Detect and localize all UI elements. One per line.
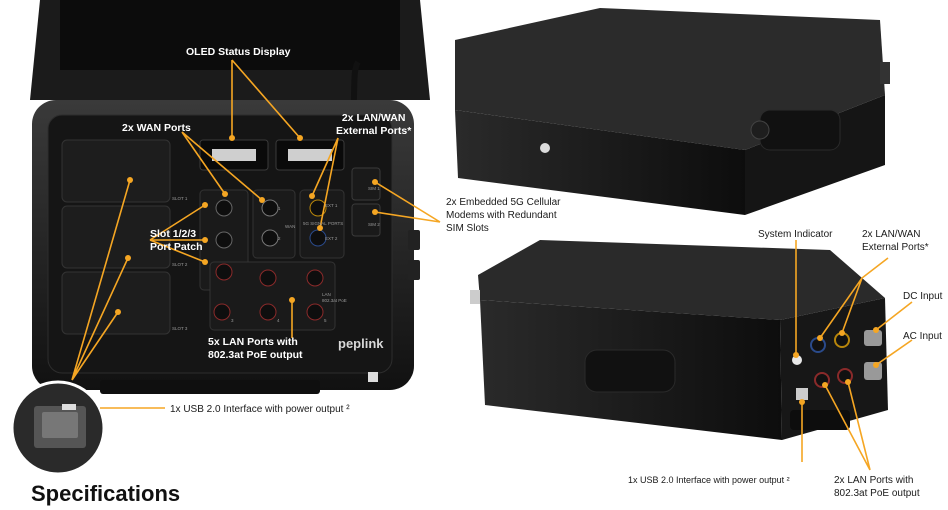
oled-screen-1 [212,149,256,161]
case-warning-label [368,372,378,382]
lan-port-group [209,261,336,331]
ext-ports [309,199,327,247]
panel-label-ext2: EXT 2 [325,236,338,241]
slot-ports [215,199,233,281]
label-usb-main: 1x USB 2.0 Interface with power output ² [170,404,350,415]
label-oled-status-display: OLED Status Display [186,46,291,58]
ac-input-port [864,362,882,380]
closed-case-side-view [470,240,888,440]
panel-label-slot1: SLOT 1 [172,196,188,201]
label-cellular-line2: Modems with Redundant [446,210,557,221]
case-lock [750,120,770,140]
label-cellular-line3: SIM Slots [446,223,489,234]
label-ext-lan-wan: 2x LAN/WAN External Ports* [862,228,929,254]
label-ext-lan-wan-line2: External Ports* [862,242,929,253]
panel-label-slot2: SLOT 2 [172,262,188,267]
label-slot-patch-line2: Port Patch [150,241,203,253]
side-view-handle [584,349,676,393]
slot-bay-1 [61,139,171,203]
port-caps [790,410,850,430]
callout-line-ext [311,137,339,229]
panel-label-port2: 2 [278,236,281,241]
panel-label-sim1: SIM 1 [368,186,380,191]
side-view-lid [478,240,885,320]
panel-label-ext-ports: 5G SIGNAL PORTS [303,221,344,226]
label-side-lan: 2x LAN Ports with 802.3at PoE output [834,474,920,500]
callout-line-oled [231,59,301,139]
label-wan-ports: 2x WAN Ports [122,122,191,134]
slot-bay-3 [61,271,171,335]
closed-case-handle [759,109,841,151]
label-dc-input: DC Input [903,291,943,302]
callout-line-slot-left [71,179,131,381]
callout-line-ext-side [819,257,889,339]
side-usb-port [796,388,808,400]
label-side-lan-line1: 2x LAN Ports with [834,475,914,486]
specifications-heading: Specifications [31,481,181,506]
callout-line-slot [149,204,206,263]
case-foot [100,380,320,394]
callout-line-dc [875,301,913,331]
oled-screen-2 [288,149,332,161]
label-ac-input: AC Input [903,331,942,342]
callout-line-wan [181,131,263,201]
label-cellular-modems: 2x Embedded 5G Cellular Modems with Redu… [446,196,561,235]
callout-line-ac [875,339,913,366]
label-ext-lan-wan-line1: 2x LAN/WAN [862,229,921,240]
brand-logo: peplink [338,336,384,351]
label-slot-patch: Slot 1/2/3 Port Patch [150,228,203,254]
label-system-indicator: System Indicator [758,229,833,240]
callout-dots [115,135,879,405]
label-lan-wan-external-line1: 2x LAN/WAN [341,112,406,124]
usb-inset [10,380,106,476]
lid-inner [60,0,400,70]
panel-label-slot3: SLOT 3 [172,326,188,331]
label-side-lan-line2: 802.3at PoE output [834,488,920,499]
callout-line-lan-side [824,381,871,471]
label-cellular-line1: 2x Embedded 5G Cellular [446,197,561,208]
label-lan-poe-line2: 802.3at PoE output [208,349,303,361]
panel-label-wan: WAN [285,224,296,229]
side-view-panel [780,298,888,440]
sim-slot-1 [351,167,381,201]
panel-label-lan: LAN [322,292,331,297]
closed-case-top [455,8,890,215]
callout-line-cellular [374,181,441,223]
panel-label-port5: 5 [324,318,327,323]
panel-label-lan-poe: 802.3at PoE [322,298,347,303]
panel-label-sim2: SIM 2 [368,222,380,227]
panel-label-port4: 4 [277,318,280,323]
case-latch-right [408,230,420,250]
pressure-valve [540,143,550,153]
side-view-latch [470,290,480,304]
wan-ports [261,199,279,247]
open-case [30,0,430,394]
lan-ports [213,269,324,321]
closed-case-front [455,110,745,215]
label-usb-side: 1x USB 2.0 Interface with power output ² [628,475,790,485]
callout-lines [71,59,913,471]
label-lan-poe-line1: 5x LAN Ports with [208,336,298,348]
closed-case-latch [880,62,890,84]
label-lan-wan-external: 2x LAN/WAN External Ports* [336,112,411,138]
case-latch-right-2 [408,260,420,280]
label-slot-patch-line1: Slot 1/2/3 [150,228,197,240]
closed-case-side [745,95,885,215]
panel-label-port1: 1 [278,206,281,211]
panel-label-port3: 3 [231,318,234,323]
dc-input-port [864,330,882,346]
label-lan-wan-external-line2: External Ports* [336,125,412,137]
panel-label-ext1: EXT 1 [325,203,338,208]
sim-slot-2 [351,203,381,237]
label-lan-poe: 5x LAN Ports with 802.3at PoE output [208,336,303,362]
slot-bay-2 [61,205,171,269]
